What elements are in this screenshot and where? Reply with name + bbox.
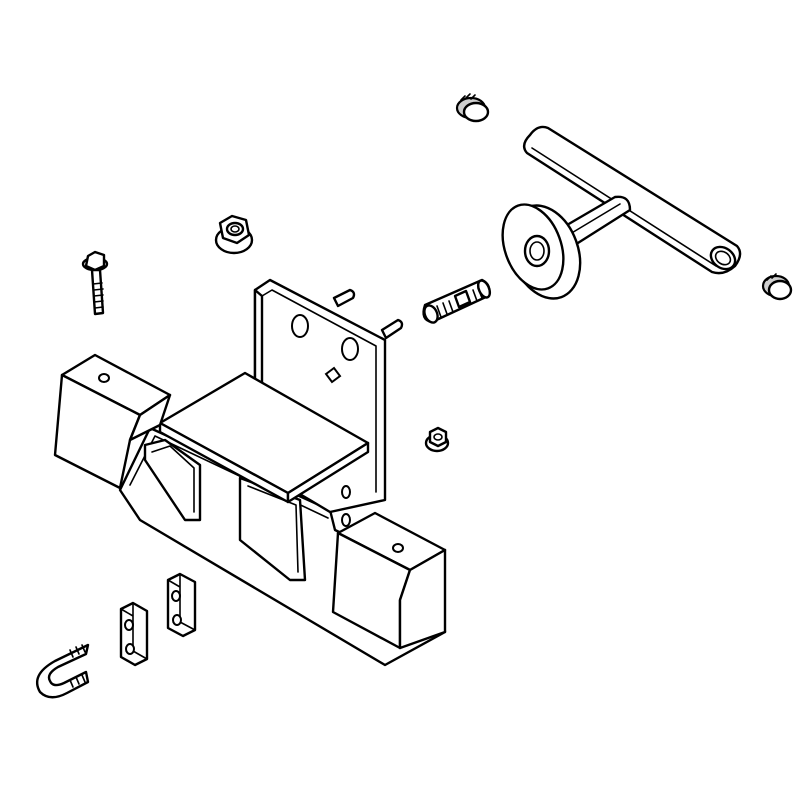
flange-bolt — [81, 250, 109, 316]
clamp-plate-left — [119, 601, 149, 667]
threaded-stud — [422, 278, 492, 324]
flange-nut — [214, 214, 254, 255]
t-handle — [522, 125, 742, 275]
u-bolt — [35, 643, 90, 699]
left-bumper-block — [53, 353, 172, 490]
right-bumper-block — [331, 511, 447, 650]
end-cap-right — [761, 273, 793, 301]
clamp-plate-right — [166, 572, 197, 638]
t-handle-washer — [501, 203, 582, 300]
small-flange-nut — [424, 426, 450, 453]
end-cap-top — [455, 93, 490, 123]
top-plate — [158, 371, 370, 504]
